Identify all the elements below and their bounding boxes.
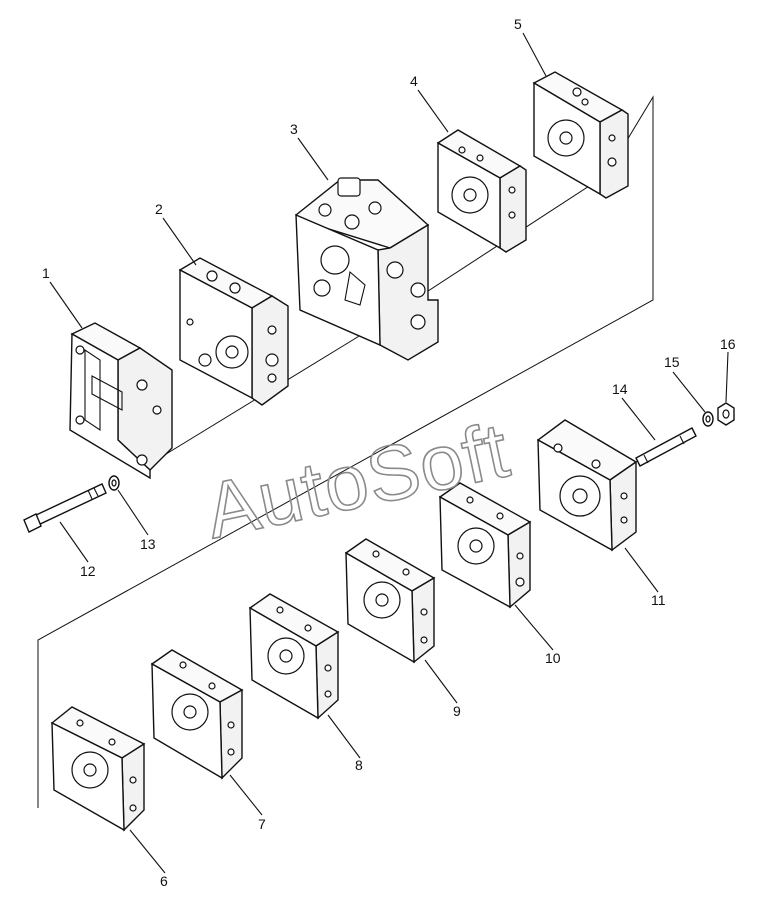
callout-13: 13 — [140, 536, 156, 552]
part-13-washer — [108, 475, 120, 491]
callout-5: 5 — [514, 16, 522, 32]
part-2-plate — [178, 257, 289, 406]
part-10-section — [438, 482, 532, 609]
callout-8: 8 — [355, 757, 363, 773]
part-8-section — [248, 593, 340, 720]
callout-3: 3 — [290, 121, 298, 137]
callouts: 1 2 3 4 5 6 7 8 9 10 11 12 13 14 15 16 — [42, 16, 736, 889]
part-1-end-plate — [69, 322, 173, 480]
part-16-nut — [717, 402, 735, 426]
part-12-bolt — [23, 483, 107, 533]
callout-9: 9 — [453, 703, 461, 719]
part-11-section — [536, 419, 638, 552]
callout-15: 15 — [664, 354, 680, 370]
part-4-section — [436, 129, 527, 253]
part-7-section — [150, 649, 244, 780]
callout-11: 11 — [651, 592, 666, 608]
part-14-stud — [635, 427, 697, 467]
callout-12: 12 — [80, 563, 96, 579]
callout-1: 1 — [42, 265, 50, 281]
callout-16: 16 — [720, 336, 736, 352]
part-9-section — [344, 538, 436, 664]
callout-4: 4 — [410, 73, 418, 89]
part-3-valve-body — [295, 177, 439, 361]
callout-2: 2 — [155, 201, 163, 217]
part-6-section — [50, 706, 146, 832]
assembly-line-upper — [37, 95, 654, 808]
part-5-section — [532, 71, 629, 199]
callout-10: 10 — [545, 650, 561, 666]
part-15-washer — [702, 411, 714, 427]
callout-6: 6 — [160, 873, 168, 889]
callout-14: 14 — [612, 381, 628, 397]
leader-lines — [49, 32, 729, 874]
callout-7: 7 — [258, 816, 266, 832]
